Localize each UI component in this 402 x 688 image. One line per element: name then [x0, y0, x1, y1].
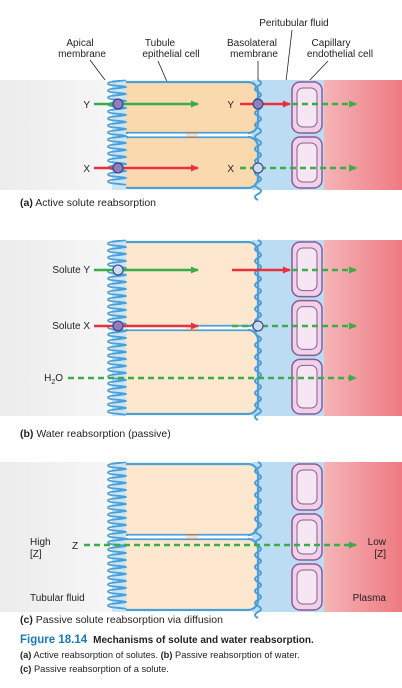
- water-panel-x-apical-transporter: [112, 320, 124, 332]
- tubule-epithelial-cell: [116, 240, 260, 328]
- basolateral-membrane-label-1: Basolateral: [227, 38, 277, 49]
- panel-c-labels: High [Z] Z Low [Z] Tubular fluid Plasma …: [20, 537, 387, 626]
- tubule-epithelial-cell: [116, 80, 260, 135]
- figure-caption-line-2: (c) Passive reabsorption of a solute.: [20, 664, 169, 674]
- endothelial-cell-inner: [296, 364, 318, 409]
- capillary-plasma: [322, 80, 402, 190]
- solute-z-label: Z: [72, 541, 78, 552]
- tubular-fluid-label: Tubular fluid: [30, 593, 85, 604]
- solute-x-mid-label: X: [227, 164, 234, 175]
- leader-tubule: [157, 60, 169, 85]
- high-label: High: [30, 537, 51, 548]
- panel-b-water-reabsorption: [0, 239, 402, 421]
- lateral-space: [128, 133, 248, 137]
- panel-b-title: (b) Water reabsorption (passive): [20, 428, 171, 440]
- apical-membrane-label-2: membrane: [58, 49, 106, 60]
- endothelial-cell-inner: [296, 569, 318, 605]
- tubule-epithelial-cell: [116, 537, 260, 612]
- capillary-plasma: [322, 462, 402, 612]
- tubule-epithelial-cell: [116, 462, 260, 537]
- water-panel-y-apical-channel: [112, 264, 124, 276]
- apical-microvilli: [107, 461, 128, 610]
- panel-a-active-reabsorption: [0, 79, 402, 201]
- water-label: H2O: [44, 373, 63, 386]
- solute-y-apical-transporter: [112, 98, 124, 110]
- panel-a-title: (a) Active solute reabsorption: [20, 197, 156, 209]
- lateral-space: [128, 326, 248, 330]
- basolateral-membrane: [254, 461, 262, 619]
- solute-x-left-label: X: [83, 164, 90, 175]
- figure-caption-line-1: (a) Active reabsorption of solutes. (b) …: [20, 650, 300, 660]
- panel-c-title: (c) Passive solute reabsorption via diff…: [20, 614, 223, 626]
- panel-c-passive-diffusion: [0, 461, 402, 619]
- endothelial-cell-inner: [296, 469, 318, 505]
- tubule-epithelial-cell: [116, 135, 260, 190]
- solute-y-left-label: Y: [83, 100, 90, 111]
- capillary-cell-label-2: endothelial cell: [307, 49, 373, 60]
- capillary-plasma: [322, 240, 402, 416]
- capillary-cell-label-1: Capillary: [312, 38, 351, 49]
- tubular-lumen: [0, 462, 124, 612]
- low-z-label: [Z]: [374, 549, 386, 560]
- solute-y-basolateral-transporter: [252, 98, 264, 110]
- apical-membrane-label-1: Apical: [66, 38, 93, 49]
- tubule-cell-label-1: Tubule: [145, 38, 176, 49]
- top-labels: Peritubular fluid Apical membrane Tubule…: [58, 18, 373, 93]
- endothelial-cell-inner: [296, 306, 318, 350]
- peritubular-fluid-label: Peritubular fluid: [259, 18, 328, 29]
- solute-x-apical-transporter: [112, 162, 124, 174]
- tubule-cell-label-2: epithelial cell: [142, 49, 199, 60]
- solute-y-label: Solute Y: [52, 265, 90, 276]
- water-panel-x-basolateral-channel: [252, 320, 264, 332]
- panel-b-labels: Solute Y Solute X H2O (b) Water reabsorp…: [20, 265, 171, 440]
- basolateral-membrane-label-2: membrane: [230, 49, 278, 60]
- panel-a-labels: Y Y X X (a) Active solute reabsorption: [20, 100, 234, 209]
- endothelial-cell-inner: [296, 142, 318, 183]
- leader-capillary: [307, 60, 329, 83]
- endothelial-cell-inner: [296, 519, 318, 555]
- high-z-label: [Z]: [30, 549, 42, 560]
- low-label: Low: [368, 537, 387, 548]
- endothelial-cell-inner: [296, 87, 318, 128]
- solute-x-label: Solute X: [52, 321, 90, 332]
- plasma-label: Plasma: [353, 593, 387, 604]
- solute-x-basolateral-channel: [252, 162, 264, 174]
- tubule-epithelial-cell: [116, 328, 260, 416]
- solute-y-mid-label: Y: [227, 100, 234, 111]
- tubular-lumen: [0, 80, 124, 190]
- lateral-space: [128, 535, 248, 539]
